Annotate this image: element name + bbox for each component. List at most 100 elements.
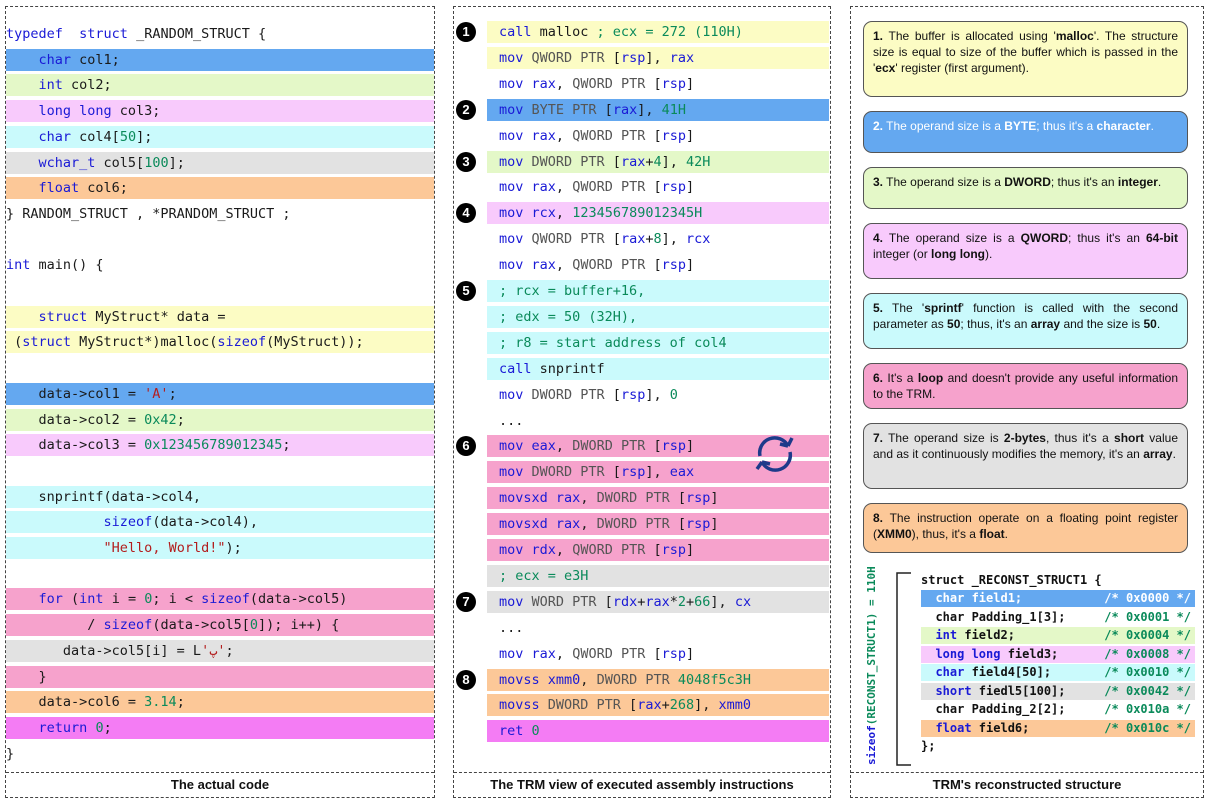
code-token: ;	[282, 437, 291, 454]
asm-token: [	[653, 257, 662, 274]
explanation-note: 5. The 'sprintf' function is called with…	[863, 293, 1188, 349]
code-token: ;	[168, 385, 177, 402]
asm-line: mov BYTE PTR [rax], 41H	[487, 98, 829, 121]
asm-token: QWORD PTR	[572, 257, 654, 274]
code-token: (data->col5)	[249, 591, 348, 608]
asm-token: DWORD PTR	[596, 671, 678, 688]
note-token: , thus it's a	[1045, 431, 1115, 445]
code-token: char	[38, 51, 72, 68]
asm-token: [	[653, 179, 662, 196]
code-token: _RANDOM_STRUCT {	[127, 26, 267, 42]
struct-size-value: (RECONST_STRUCT1) = 110H	[865, 566, 878, 726]
step-badge: 1	[456, 22, 476, 42]
asm-token	[523, 128, 531, 144]
note-token: ; thus it's an	[1068, 231, 1146, 245]
note-token: short	[1114, 431, 1145, 445]
code-token: 0x123456789012345	[144, 437, 283, 454]
asm-token: mov	[499, 49, 524, 66]
asm-token: [	[604, 101, 613, 118]
asm-token: [	[612, 49, 621, 66]
asm-line: mov QWORD PTR [rax+8], rcx	[487, 228, 829, 250]
code-line: data->col3 = 0x123456789012345;	[6, 434, 434, 457]
code-token: 0	[144, 591, 153, 608]
note-token: QWORD	[1020, 231, 1068, 245]
note-token: array	[1030, 317, 1061, 331]
code-line: return 0;	[6, 716, 434, 739]
asm-token	[523, 723, 531, 739]
code-token	[6, 540, 104, 556]
asm-line: mov rax, QWORD PTR [rsp]	[487, 73, 829, 95]
note-token: The operand size is a	[883, 175, 1005, 189]
asm-token: call	[499, 24, 532, 40]
structure-panel: 1. The buffer is allocated using 'malloc…	[850, 6, 1204, 798]
note-token: ), thus, it's a	[911, 527, 980, 541]
field-offset-comment: /* 0x0010 */	[1104, 665, 1191, 679]
note-token: ; thus, it's an	[960, 317, 1031, 331]
code-token: for	[38, 591, 63, 608]
code-line: struct MyStruct* data =	[6, 305, 434, 328]
field-type: char	[921, 591, 965, 605]
asm-token: ]	[686, 257, 695, 274]
code-token: float	[38, 180, 80, 197]
note-token: value and as it continuously modifies th…	[873, 431, 1178, 461]
asm-token: ,	[555, 127, 573, 144]
field-offset-comment: /* 0x0042 */	[1104, 683, 1191, 698]
asm-token: rsp	[661, 438, 686, 455]
struct-field-row: long long field3;/* 0x0008 */	[921, 645, 1195, 663]
note-token: and doesn't provide any useful informati…	[873, 371, 1178, 401]
code-token: struct	[22, 334, 72, 351]
asm-token: QWORD PTR	[572, 179, 654, 196]
note-token: The operand size is a	[883, 119, 1005, 133]
code-token: ];	[136, 128, 153, 145]
asm-line: call malloc ; ecx = 272 (110H)	[487, 21, 829, 43]
code-line: for (int i = 0; i < sizeof(data->col5)	[6, 588, 434, 611]
code-token: int	[38, 77, 63, 94]
code-token: 100	[144, 154, 169, 171]
asm-token: rax	[645, 593, 670, 610]
asm-token: rsp	[686, 516, 711, 533]
field-name: Padding_2[2];	[964, 702, 1066, 716]
code-token: col3;	[111, 103, 161, 120]
field-type: long long	[921, 646, 1001, 661]
asm-line: movsxd rax, DWORD PTR [rsp]	[487, 513, 829, 536]
asm-token: rdx	[531, 542, 556, 558]
asm-token: rsp	[661, 179, 686, 196]
asm-token: mov	[499, 645, 524, 662]
asm-line: ; rcx = buffer+16,	[487, 280, 829, 302]
asm-token: ]	[686, 645, 695, 662]
asm-token: +	[645, 231, 654, 248]
explanation-note: 2. The operand size is a BYTE; thus it's…	[863, 111, 1188, 153]
asm-token: rax	[620, 231, 646, 248]
code-token: char	[38, 128, 72, 145]
asm-token: mov	[499, 542, 524, 558]
asm-token: +	[637, 593, 646, 610]
asm-token: rdx	[612, 593, 638, 610]
code-token: data->col2 =	[6, 411, 145, 428]
code-token: 'A'	[144, 385, 169, 402]
asm-token: DWORD PTR	[572, 438, 654, 455]
asm-line: mov WORD PTR [rdx+rax*2+66], cx	[487, 590, 829, 613]
asm-token: rsp	[661, 75, 686, 92]
code-token	[6, 591, 39, 607]
asm-token: [	[677, 490, 686, 507]
asm-token: ret	[499, 723, 524, 740]
note-token: 2-bytes	[1003, 431, 1046, 445]
code-line: int col2;	[6, 74, 434, 97]
note-token: .	[1150, 119, 1154, 133]
code-line: char col4[50];	[6, 125, 434, 148]
code-token: return	[38, 719, 88, 736]
note-token: 6.	[873, 371, 884, 385]
asm-token: [	[612, 231, 621, 248]
asm-token	[523, 257, 531, 273]
asm-token: rcx	[686, 231, 711, 248]
asm-token	[523, 76, 531, 92]
asm-token: xmm0	[547, 671, 581, 688]
code-token	[6, 77, 39, 93]
asm-token: [	[612, 386, 621, 403]
asm-token	[548, 516, 556, 532]
asm-token: ,	[580, 671, 597, 688]
code-token: long long	[38, 103, 112, 120]
code-token: sizeof	[103, 617, 153, 634]
code-token: } RANDOM_STRUCT , *PRANDOM_STRUCT ;	[6, 205, 291, 222]
code-token: 3.14	[144, 694, 177, 711]
